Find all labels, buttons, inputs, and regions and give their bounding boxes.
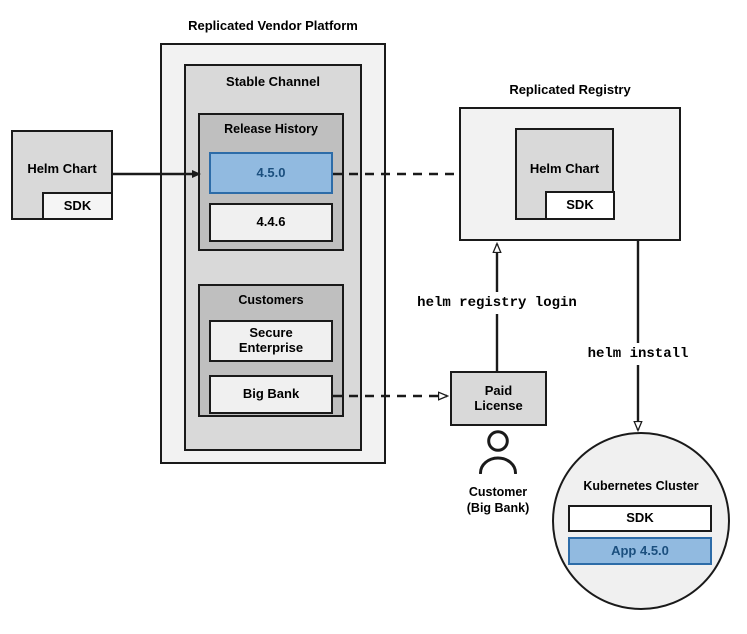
command-helm-install: helm install [563, 343, 713, 365]
customer-item-line2: Enterprise [238, 340, 304, 355]
customers-title: Customers [238, 293, 304, 307]
customer-caption-line1: Customer [468, 484, 528, 499]
release-history-title: Release History [224, 122, 318, 136]
source-helm-chart-sdk: SDK [42, 192, 113, 220]
cluster-component-sdk: SDK [568, 505, 712, 532]
customer-item-line1: Secure [249, 325, 293, 341]
command-helm-registry-login: helm registry login [392, 292, 602, 314]
customer-caption-line2: (Big Bank) [466, 501, 530, 515]
release-item-4-5-0[interactable]: 4.5.0 [209, 152, 333, 194]
platform-title: Replicated Vendor Platform [188, 17, 358, 33]
person-icon [479, 430, 517, 474]
cluster-component-app: App 4.5.0 [568, 537, 712, 565]
customer-item-big-bank[interactable]: Big Bank [209, 375, 333, 414]
registry-title: Replicated Registry [509, 81, 631, 97]
paid-license-line2: License [474, 397, 523, 413]
customer-caption: Customer (Big Bank) [440, 482, 556, 518]
paid-license-box: Paid License [450, 371, 547, 426]
customer-item-secure-enterprise[interactable]: Secure Enterprise [209, 320, 333, 362]
release-item-4-4-6[interactable]: 4.4.6 [209, 203, 333, 242]
stable-channel-title: Stable Channel [226, 73, 320, 89]
kubernetes-cluster-title: Kubernetes Cluster [583, 479, 699, 493]
paid-license-line1: Paid [484, 382, 513, 398]
registry-helm-chart-sdk: SDK [545, 191, 615, 220]
